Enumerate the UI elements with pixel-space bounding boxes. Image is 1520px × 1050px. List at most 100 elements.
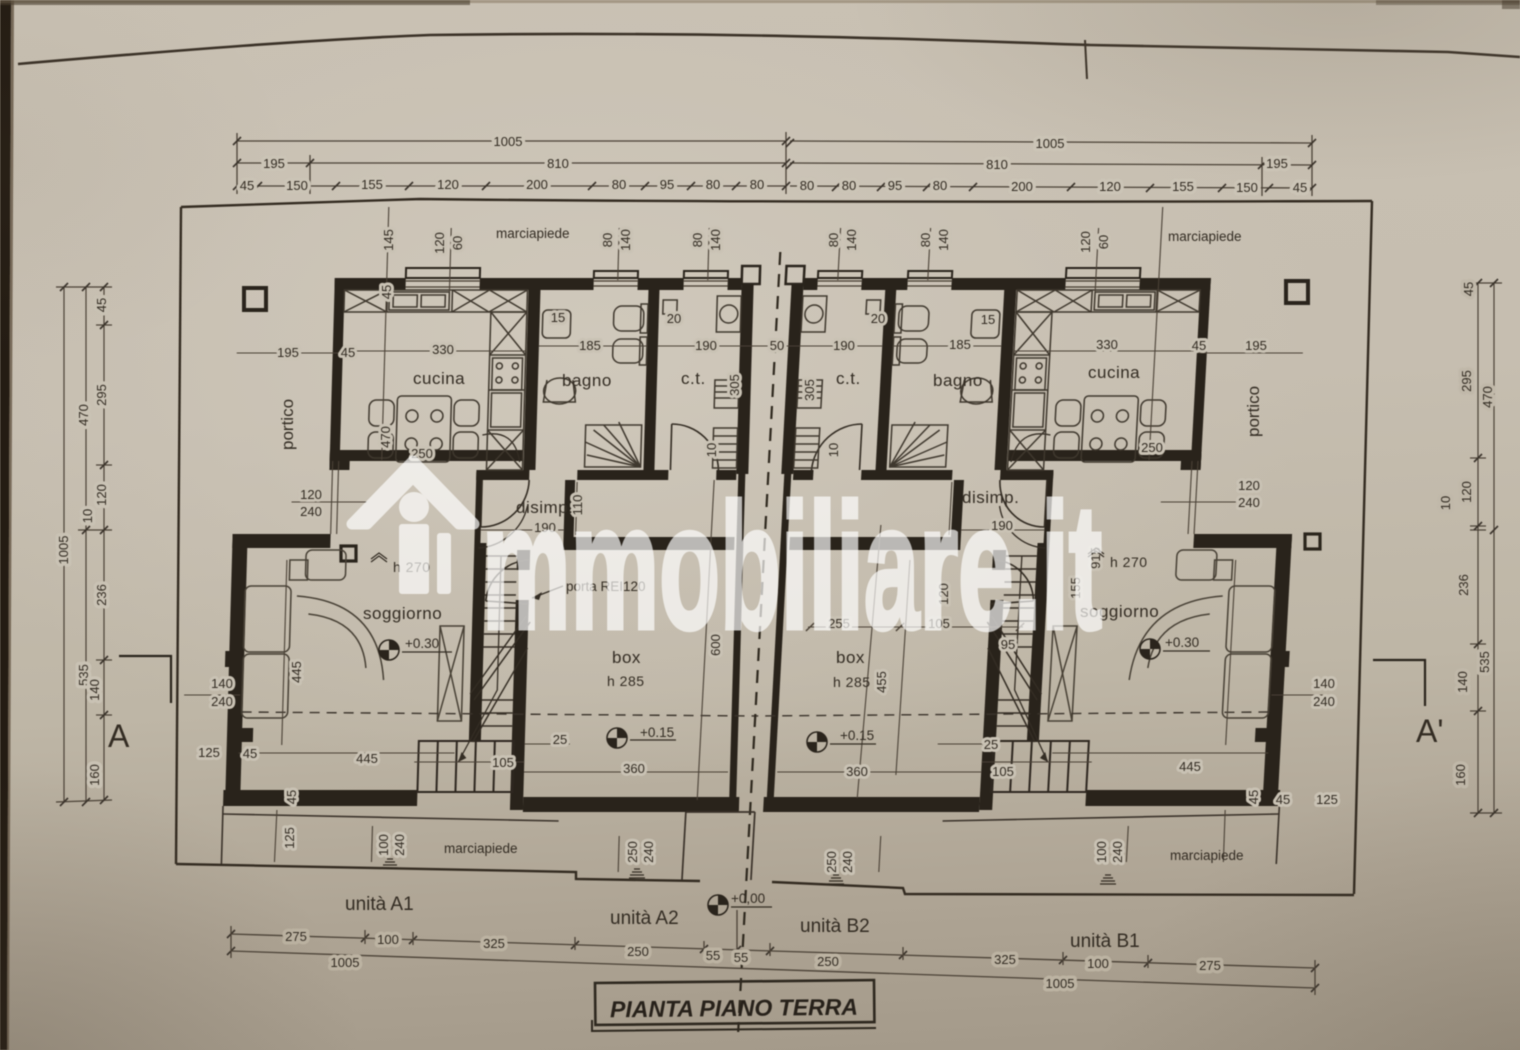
svg-text:h 285: h 285 xyxy=(833,674,871,690)
svg-text:unità B2: unità B2 xyxy=(800,916,870,937)
svg-text:55: 55 xyxy=(734,950,748,965)
svg-text:155: 155 xyxy=(1172,179,1194,194)
svg-text:105: 105 xyxy=(492,755,514,770)
svg-text:unità B1: unità B1 xyxy=(1070,931,1140,952)
svg-text:80: 80 xyxy=(800,178,814,193)
svg-text:45: 45 xyxy=(1293,180,1307,195)
svg-text:45: 45 xyxy=(1276,792,1290,807)
svg-text:80: 80 xyxy=(918,233,933,247)
svg-text:120: 120 xyxy=(1238,478,1260,493)
svg-text:305: 305 xyxy=(802,379,817,401)
svg-text:portico: portico xyxy=(1244,386,1263,437)
svg-text:250: 250 xyxy=(1141,440,1163,455)
svg-text:80: 80 xyxy=(612,177,626,192)
svg-text:PIANTA PIANO TERRA: PIANTA PIANO TERRA xyxy=(610,994,858,1023)
svg-text:195: 195 xyxy=(1245,338,1267,353)
svg-text:200: 200 xyxy=(1011,179,1033,194)
svg-text:190: 190 xyxy=(534,520,556,535)
svg-text:45: 45 xyxy=(341,345,355,360)
svg-text:120: 120 xyxy=(94,484,109,506)
svg-text:porta REI120: porta REI120 xyxy=(566,579,646,594)
svg-text:45: 45 xyxy=(94,298,109,312)
svg-text:1005: 1005 xyxy=(1036,136,1065,151)
svg-text:240: 240 xyxy=(211,694,233,709)
svg-text:105: 105 xyxy=(992,764,1014,779)
svg-text:A': A' xyxy=(1416,713,1443,749)
svg-text:240: 240 xyxy=(1313,694,1335,709)
svg-text:455: 455 xyxy=(874,671,889,693)
svg-text:80: 80 xyxy=(600,233,615,247)
svg-text:360: 360 xyxy=(623,761,645,776)
svg-text:15: 15 xyxy=(551,310,565,325)
svg-text:soggiorno: soggiorno xyxy=(363,604,442,623)
svg-text:80: 80 xyxy=(690,233,705,247)
svg-text:140: 140 xyxy=(708,229,723,251)
svg-text:240: 240 xyxy=(1110,841,1125,863)
svg-text:240: 240 xyxy=(641,841,656,863)
svg-text:20: 20 xyxy=(667,311,681,326)
svg-text:200: 200 xyxy=(526,177,548,192)
svg-text:330: 330 xyxy=(1096,337,1118,352)
svg-text:80: 80 xyxy=(842,178,856,193)
svg-text:1005: 1005 xyxy=(331,955,360,970)
svg-text:10: 10 xyxy=(1438,496,1453,510)
svg-text:box: box xyxy=(836,648,865,667)
svg-text:110: 110 xyxy=(570,495,585,516)
svg-text:100: 100 xyxy=(1087,956,1109,971)
svg-text:95: 95 xyxy=(660,177,674,192)
svg-text:295: 295 xyxy=(94,384,109,406)
svg-text:140: 140 xyxy=(618,229,633,251)
svg-text:535: 535 xyxy=(76,664,91,686)
svg-text:marciapiede: marciapiede xyxy=(496,226,570,241)
svg-text:10: 10 xyxy=(80,509,95,523)
svg-text:236: 236 xyxy=(94,584,109,606)
svg-text:195: 195 xyxy=(263,156,285,171)
svg-text:h 270: h 270 xyxy=(1110,554,1148,570)
svg-text:325: 325 xyxy=(994,952,1016,967)
svg-text:h 285: h 285 xyxy=(607,673,645,689)
svg-text:120: 120 xyxy=(1078,231,1093,253)
svg-text:140: 140 xyxy=(1455,671,1470,693)
svg-text:10: 10 xyxy=(826,443,841,457)
svg-text:445: 445 xyxy=(289,661,304,683)
svg-text:60: 60 xyxy=(1096,235,1111,249)
svg-text:125: 125 xyxy=(1316,792,1338,807)
svg-text:45: 45 xyxy=(379,285,394,299)
svg-text:140: 140 xyxy=(211,676,233,691)
svg-text:25: 25 xyxy=(553,732,567,747)
svg-text:20: 20 xyxy=(871,311,885,326)
svg-text:10: 10 xyxy=(704,443,719,457)
svg-text:45: 45 xyxy=(1192,338,1206,353)
svg-text:190: 190 xyxy=(833,338,855,353)
svg-text:120: 120 xyxy=(1459,481,1474,503)
svg-text:+0,00: +0,00 xyxy=(731,891,765,906)
svg-text:236: 236 xyxy=(1456,574,1471,596)
svg-text:unità A2: unità A2 xyxy=(610,908,679,929)
svg-text:mmobiliare.it: mmobiliare.it xyxy=(482,467,1102,666)
svg-text:50: 50 xyxy=(770,338,784,353)
svg-text:600: 600 xyxy=(708,634,723,656)
svg-text:80: 80 xyxy=(933,178,947,193)
svg-text:155: 155 xyxy=(1068,577,1083,599)
svg-text:cucina: cucina xyxy=(1088,363,1140,382)
svg-text:250: 250 xyxy=(625,841,640,863)
svg-text:45: 45 xyxy=(243,746,257,761)
svg-text:330: 330 xyxy=(432,342,454,357)
svg-text:marciapiede: marciapiede xyxy=(1168,229,1242,244)
svg-text:105: 105 xyxy=(928,616,950,631)
svg-text:255: 255 xyxy=(828,616,850,631)
svg-text:145: 145 xyxy=(381,229,396,251)
svg-text:+0.15: +0.15 xyxy=(840,728,874,743)
svg-text:445: 445 xyxy=(356,751,378,766)
svg-text:810: 810 xyxy=(547,156,569,171)
svg-text:125: 125 xyxy=(198,745,220,760)
svg-text:120: 120 xyxy=(1099,179,1121,194)
svg-text:190: 190 xyxy=(695,338,717,353)
svg-text:95: 95 xyxy=(888,178,902,193)
svg-text:250: 250 xyxy=(824,851,839,873)
svg-text:55: 55 xyxy=(706,948,720,963)
svg-text:marciapiede: marciapiede xyxy=(1170,848,1244,863)
svg-text:120: 120 xyxy=(437,177,459,192)
svg-text:1005: 1005 xyxy=(494,134,523,149)
svg-text:portico: portico xyxy=(278,399,297,450)
